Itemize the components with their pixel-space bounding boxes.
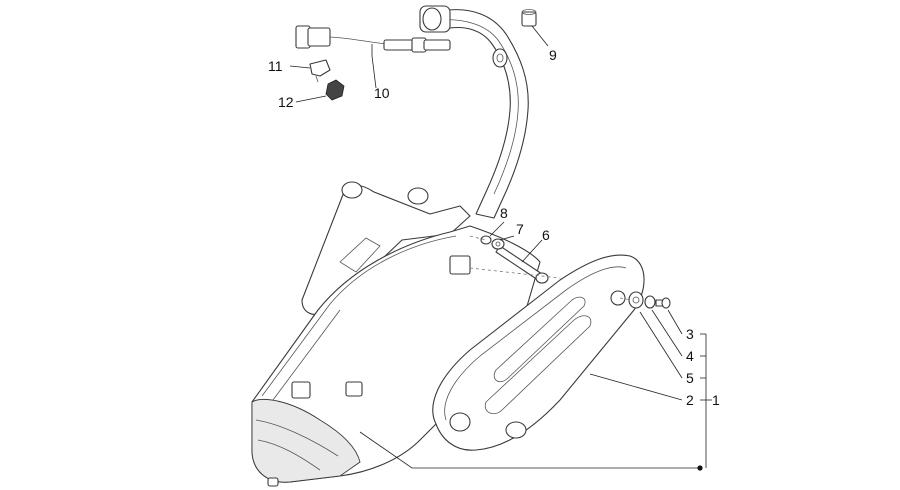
callout-11: 11 xyxy=(268,58,283,74)
callout-12: 12 xyxy=(278,94,294,110)
callout-3: 3 xyxy=(686,326,694,342)
leader-lines xyxy=(289,25,712,471)
lambda-sensor xyxy=(295,25,451,53)
muffler-body xyxy=(251,181,541,487)
spacer-bushing xyxy=(521,9,537,27)
callout-2: 2 xyxy=(686,392,694,408)
callout-9: 9 xyxy=(549,47,557,63)
heat-shield xyxy=(432,254,645,451)
washer-7 xyxy=(491,238,505,250)
washer-4 xyxy=(644,295,656,309)
cable-clip xyxy=(309,59,331,83)
callout-10: 10 xyxy=(374,85,390,101)
callout-7: 7 xyxy=(516,221,524,237)
callout-1: 1 xyxy=(712,392,720,408)
cable-bracket xyxy=(325,79,345,101)
callout-4: 4 xyxy=(686,348,694,364)
washer-8 xyxy=(480,235,492,245)
mounting-bolt xyxy=(495,245,549,284)
screw-3 xyxy=(655,297,671,309)
callout-5: 5 xyxy=(686,370,694,386)
exhaust-header-pipe xyxy=(419,5,529,219)
callout-8: 8 xyxy=(500,205,508,221)
callout-6: 6 xyxy=(542,227,550,243)
grommet-5 xyxy=(628,291,644,309)
